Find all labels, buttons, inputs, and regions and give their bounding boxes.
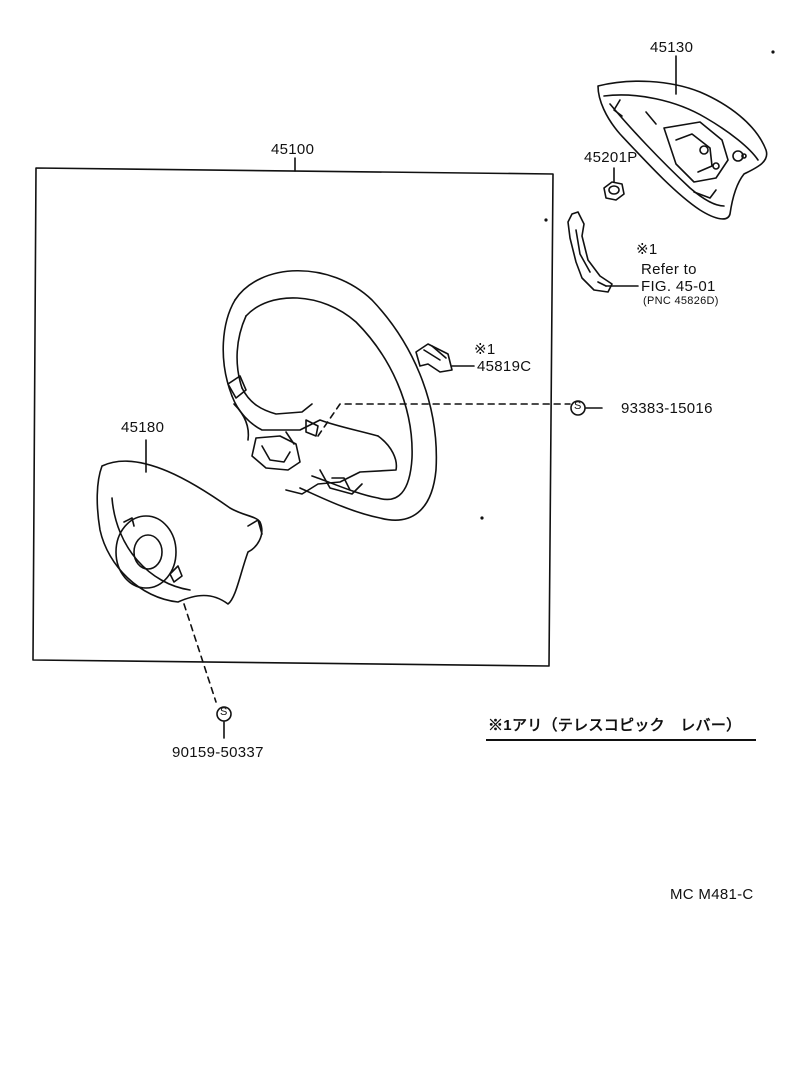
screw-letter-1: S	[574, 400, 582, 412]
marker-1-clip: ※1	[474, 341, 496, 358]
leader-93383	[317, 403, 571, 437]
telescopic-lever-note: ※1アリ（テレスコピック レバー）	[488, 717, 742, 734]
clip-45819c	[415, 343, 453, 373]
speck	[480, 516, 484, 520]
refer-line-3: (PNC 45826D)	[643, 295, 719, 307]
airbag-pad-45180	[96, 460, 263, 605]
steering-wheel-45100	[222, 269, 438, 521]
screw-symbol-1	[570, 400, 586, 416]
screw-symbol-2	[216, 706, 232, 722]
assembly-box-45100	[32, 167, 554, 667]
refer-line-2: FIG. 45-01	[641, 278, 716, 295]
speck	[544, 218, 548, 222]
label-45130: 45130	[650, 39, 694, 56]
label-45180: 45180	[121, 419, 165, 436]
note-underline	[486, 739, 756, 741]
cover-45130	[597, 80, 768, 220]
label-93383: 93383-15016	[621, 400, 713, 417]
screw-letter-2: S	[220, 706, 228, 718]
figure-code: MC M481-C	[670, 886, 754, 903]
leader-90159	[183, 603, 217, 703]
nut-45201p	[603, 181, 625, 201]
label-90159: 90159-50337	[172, 744, 264, 761]
label-45100: 45100	[271, 141, 315, 158]
telescopic-lever	[567, 211, 613, 293]
label-45201p: 45201P	[584, 149, 638, 166]
marker-1-lever: ※1	[636, 241, 658, 258]
refer-line-1: Refer to	[641, 261, 697, 278]
speck	[771, 50, 775, 54]
label-45819c: 45819C	[477, 358, 532, 375]
